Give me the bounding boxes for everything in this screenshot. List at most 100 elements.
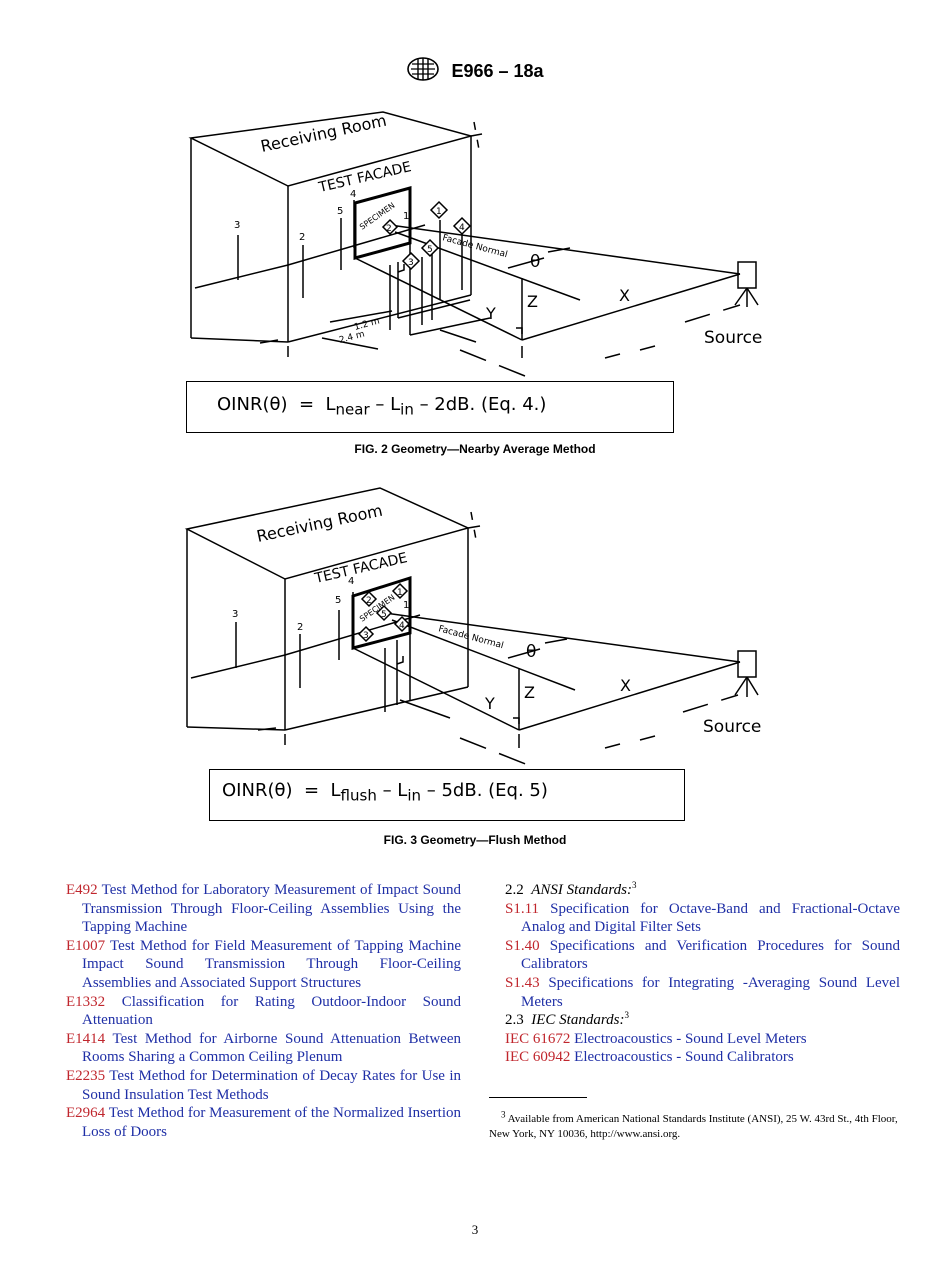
ref-item: IEC 60942 Electroacoustics - Sound Calib… [505,1048,900,1067]
ref-code-link[interactable]: S1.11 [505,900,540,917]
eq5-l-flush: L [330,780,341,801]
fig2-caption: FIG. 2 Geometry—Nearby Average Method [354,442,596,456]
fig3-pos-1: 1 [403,600,409,611]
fig3-z-label: Z [524,683,535,702]
fig2-pos-5: 5 [337,206,343,217]
eq4-l-in: L [390,394,401,415]
fig3-source-label: Source [703,717,761,737]
section-title: ANSI Standards: [531,882,632,898]
fig3-mic-1: 1 [397,588,403,598]
ref-code-link[interactable]: E492 [66,882,98,898]
room-bottom-front [287,294,472,343]
ref-title-link[interactable]: Test Method for Field Measurement of Tap… [82,937,462,991]
ref-title-link[interactable]: Specifications for Integrating -Averagin… [521,974,900,1010]
fig2-source-label: Source [704,328,762,348]
footnote-divider [489,1097,587,1098]
ref-title-link[interactable]: Electroacoustics - Sound Calibrators [574,1049,794,1066]
ref-title-link[interactable]: Classification for Rating Outdoor-Indoor… [82,993,462,1029]
ref-item: E2964 Test Method for Measurement of the… [66,1104,461,1141]
eq5-rest: – 5dB. (Eq. 5) [426,780,548,801]
eq4-rest: – 2dB. (Eq. 4.) [419,394,547,415]
eq5-lhs: OINR(θ) [222,780,293,801]
ref-title-link[interactable]: Electroacoustics - Sound Level Meters [574,1030,807,1047]
fig3-x-label: X [620,676,631,695]
astm-logo-icon [406,56,440,87]
ref-item: E1007 Test Method for Field Measurement … [66,937,461,993]
fig3-pos-4: 4 [348,576,354,587]
ref-item: E492 Test Method for Laboratory Measurem… [66,881,461,937]
right-column-references: 2.2 ANSI Standards:3 S1.11 Specification… [505,881,900,1067]
footnote-mark: 3 [501,1109,506,1120]
ref-code-link[interactable]: E2235 [66,1067,106,1084]
fig3-theta: θ [526,642,536,662]
ref-title-link[interactable]: Specifications and Verification Procedur… [521,937,900,973]
fig3-mic-3: 3 [363,631,369,641]
fig3-mic-2: 2 [366,596,372,606]
fig2-pos-1: 1 [403,211,409,222]
eq5-in: in [407,786,422,805]
fig2-room-label: Receiving Room [259,111,388,156]
eq4-lhs: OINR(θ) [217,394,288,415]
footnote: 3 Available from American National Stand… [489,1109,901,1142]
ref-title-link[interactable]: Specification for Octave-Band and Fracti… [521,900,901,936]
fig2-mic-4: 4 [459,223,465,233]
eq5-flush: flush [340,786,377,805]
fig3-mic-5: 5 [381,610,387,620]
eq4-in: in [400,400,414,419]
fig3-mic-4: 4 [399,621,405,631]
ref-code-link[interactable]: E1332 [66,993,106,1010]
fig3-y-label: Y [484,694,495,713]
room3-top-face [184,487,471,580]
equation-5-box: OINR(θ) = Lflush – Lin – 5dB. (Eq. 5) [209,769,685,821]
fig2-y-label: Y [485,304,496,323]
footnote-text: Available from American National Standar… [489,1113,898,1140]
ref-item: S1.40 Specifications and Verification Pr… [505,937,900,974]
fig2-x-label: X [619,286,630,305]
figure-2-diagram: Receiving Room TEST FACADE SPECIMEN Faca… [188,111,762,379]
fig2-mic-1: 1 [436,207,442,217]
ref-title-link[interactable]: Test Method for Measurement of the Norma… [82,1105,462,1140]
ref-item: IEC 61672 Electroacoustics - Sound Level… [505,1030,900,1049]
figure-3-diagram: Receiving Room TEST FACADE SPECIMEN Faca… [184,487,761,766]
section-number: 2.2 [505,882,524,898]
eq5-l-in: L [397,780,408,801]
eq4-l-near: L [325,394,336,415]
ref-item: S1.11 Specification for Octave-Band and … [505,900,900,937]
ref-code-link[interactable]: S1.40 [505,937,540,954]
fig2-mic-3: 3 [408,258,414,268]
fig2-pos-2: 2 [299,232,305,243]
section-number: 2.3 [505,1012,524,1029]
page-header: E966 – 18a [0,56,950,87]
fig3-pos-3: 3 [232,609,238,620]
fig3-room-label: Receiving Room [255,501,384,546]
fig2-z-label: Z [527,292,538,311]
fig2-theta: θ [530,252,540,272]
fig3-pos-2: 2 [297,622,303,633]
ref-item: S1.43 Specifications for Integrating -Av… [505,974,900,1011]
eq4-near: near [335,400,370,419]
ref-item: E1414 Test Method for Airborne Sound Att… [66,1030,461,1067]
section-ansi-heading: 2.2 ANSI Standards:3 [505,881,900,900]
fig3-caption: FIG. 3 Geometry—Flush Method [383,833,567,847]
ref-code-link[interactable]: IEC 61672 [505,1030,571,1047]
ref-code-link[interactable]: E1007 [66,937,106,954]
ref-title-link[interactable]: Test Method for Laboratory Measurement o… [82,882,461,936]
ref-title-link[interactable]: Test Method for Determination of Decay R… [82,1067,461,1103]
footnote-ref[interactable]: 3 [631,880,637,890]
designation: E966 – 18a [451,61,544,81]
fig2-pos-3: 3 [234,220,240,231]
fig3-pos-5: 5 [335,595,341,606]
ref-code-link[interactable]: IEC 60942 [505,1049,571,1066]
footnote-ref[interactable]: 3 [624,1010,629,1021]
source-speaker [737,261,757,289]
ref-code-link[interactable]: E2964 [66,1105,106,1122]
page-number: 3 [471,1222,479,1237]
fig2-mic-5: 5 [427,245,433,255]
fig2-pos-4: 4 [350,189,356,200]
ref-title-link[interactable]: Test Method for Airborne Sound Attenuati… [82,1030,462,1066]
ref-code-link[interactable]: E1414 [66,1030,106,1047]
ref-code-link[interactable]: S1.43 [505,974,540,991]
ref-item: E2235 Test Method for Determination of D… [66,1067,461,1104]
source3-speaker [737,650,757,678]
eq4-equals: = [298,394,315,415]
